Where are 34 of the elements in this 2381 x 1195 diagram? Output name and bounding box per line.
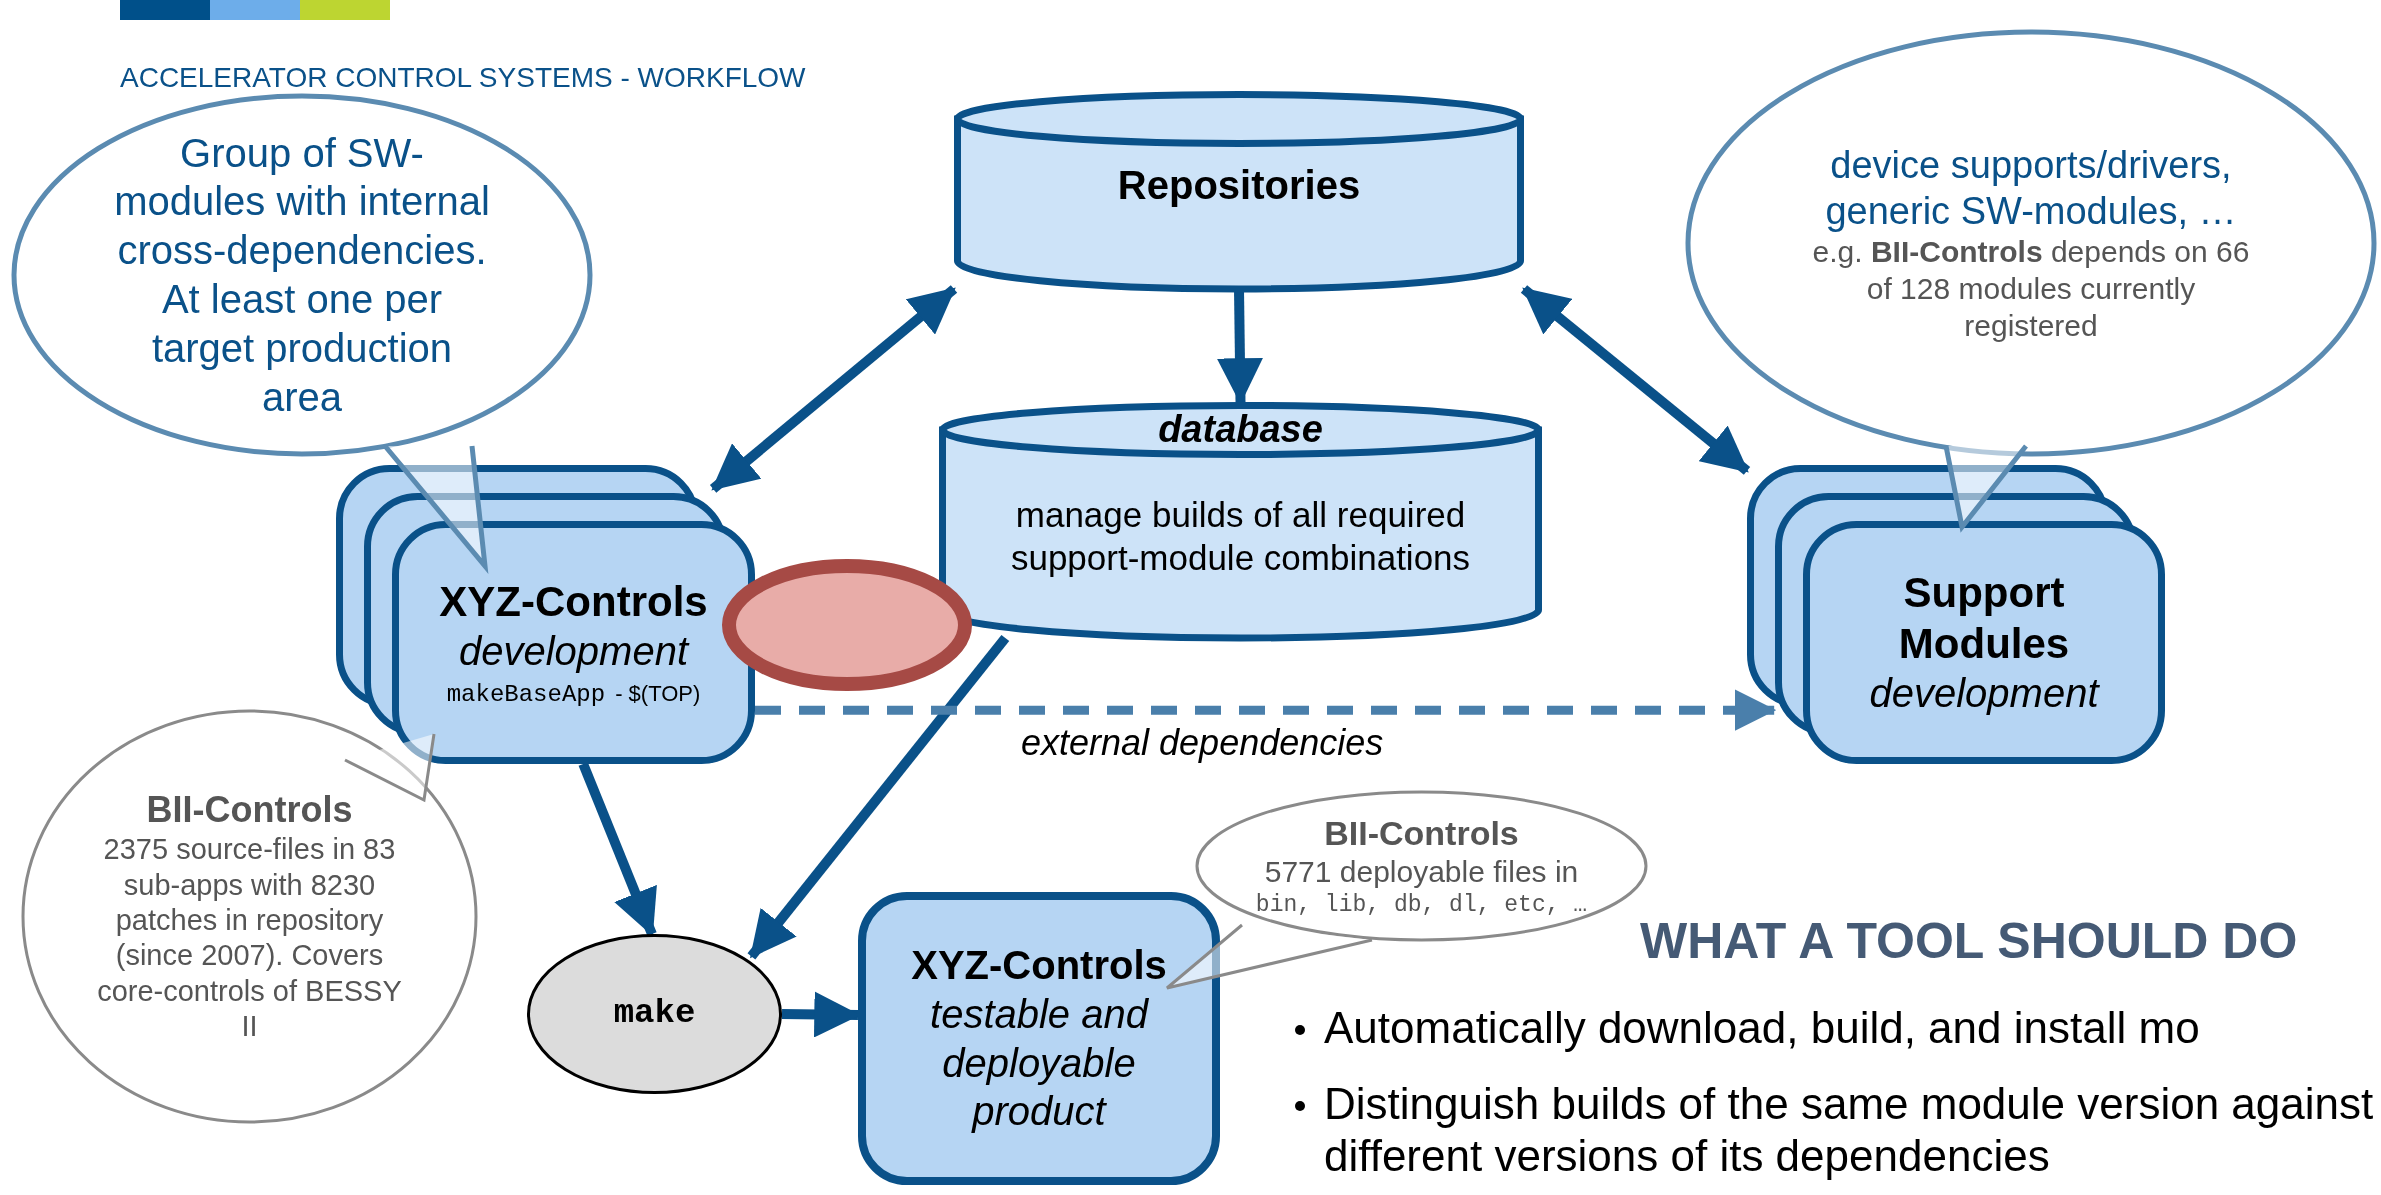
tool-ellipse xyxy=(722,559,972,691)
node-heading: XYZ-Controls xyxy=(911,941,1167,989)
code-text: makeBaseApp xyxy=(446,679,606,710)
tool-ellipse xyxy=(527,934,782,1094)
bullet-text: Distinguish builds of the same module version against different versions of its dependencies xyxy=(1324,1078,2375,1182)
node-text: 2375 source-files in 83 sub-apps with 8230 patches in repository (since 2007). Covers core-controls of BESSY II xyxy=(96,832,403,1045)
node-heading: Repositories xyxy=(1116,162,1362,209)
bullet-text: Automatically download, build, and install mo xyxy=(1324,1002,2200,1054)
product-card xyxy=(858,892,1220,1185)
node-heading: make xyxy=(613,993,696,1035)
arrow xyxy=(747,634,1010,960)
speech-bubble xyxy=(12,94,592,456)
node-heading: BII-Controls xyxy=(146,788,353,833)
speech-bubble xyxy=(1686,30,2376,456)
arrow xyxy=(1520,285,1751,475)
code-text: bin, lib, db, dl, etc, … xyxy=(1255,891,1588,920)
node-heading: device supports/drivers, generic SW-modules, … xyxy=(1824,142,2238,235)
node-text: development xyxy=(458,628,688,676)
stacked-module-cards xyxy=(336,465,755,764)
node-text: - $(TOP) xyxy=(615,680,701,708)
node-heading: BII-Controls xyxy=(1324,812,1519,854)
node-text: e.g. BII-Controls depends on 66 of 128 modules currently registered xyxy=(1811,234,2251,344)
node-heading: Group of SW-modules with internal cross-dependencies. At least one per target production area xyxy=(113,129,491,421)
node-text: testable and deployable product xyxy=(929,990,1150,1136)
node-heading: XYZ-Controls xyxy=(439,576,708,627)
arrow xyxy=(709,285,958,493)
node-heading: Support Modules xyxy=(1897,567,2071,670)
speech-bubble xyxy=(21,709,478,1124)
node-text: development xyxy=(1869,670,2099,718)
arrow xyxy=(755,689,1777,731)
node-text: 5771 deployable files in xyxy=(1264,854,1579,891)
stacked-module-cards xyxy=(1747,465,2165,764)
section-heading: WHAT A TOOL SHOULD DO xyxy=(1640,912,2298,971)
slide-title: ACCELERATOR CONTROL SYSTEMS - WORKFLOW xyxy=(120,62,806,94)
